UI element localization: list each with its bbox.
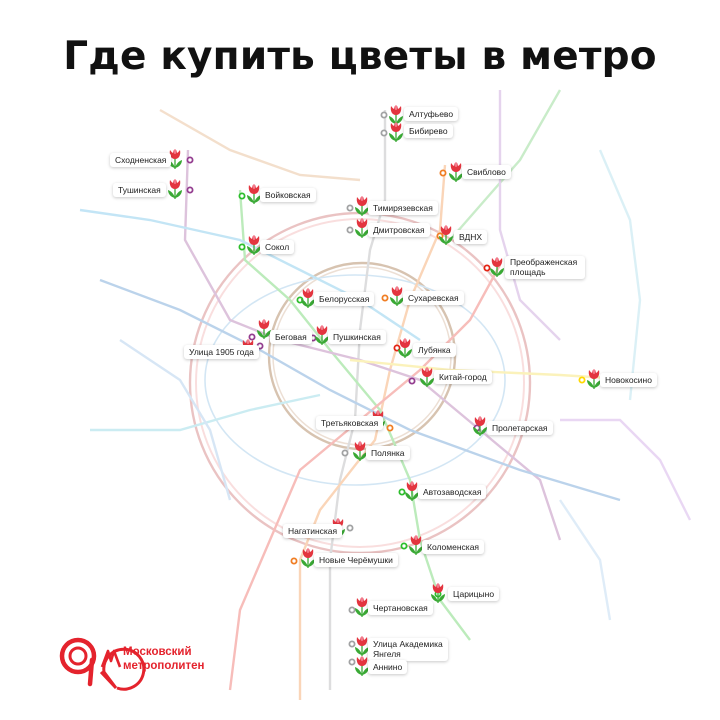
- station-marker: [439, 169, 447, 177]
- station-label: Аннино: [368, 660, 408, 674]
- station-label: Беговая: [270, 330, 312, 344]
- tulip-icon: [354, 596, 370, 618]
- station-marker: [238, 192, 246, 200]
- brand-line-2: метрополитен: [123, 660, 205, 672]
- station-label: Новокосино: [600, 373, 657, 387]
- tulip-icon: [354, 655, 370, 677]
- station-marker: [398, 488, 406, 496]
- brand-line-1: Московский: [123, 646, 192, 658]
- station-label: Тушинская: [113, 183, 166, 197]
- station-label: Коломенская: [422, 540, 485, 554]
- station-label-line-2: площадь: [510, 267, 546, 277]
- station-label: Белорусская: [314, 292, 375, 306]
- station-label: Сухаревская: [403, 291, 464, 305]
- station-label: Свиблово: [462, 165, 511, 179]
- station-label: Войковская: [260, 188, 316, 202]
- station-label: Лубянка: [413, 343, 456, 357]
- station-label: ВДНХ: [454, 230, 488, 244]
- station-marker: [341, 449, 349, 457]
- tulip-icon: [430, 582, 446, 604]
- station-label: Нагатинская: [283, 524, 343, 538]
- station-marker: [248, 333, 256, 341]
- station-label: Новые Черёмушки: [314, 553, 398, 567]
- station-label: Сокол: [260, 240, 295, 254]
- station-label: Царицыно: [448, 587, 500, 601]
- tulip-icon: [246, 183, 262, 205]
- tulip-icon: [404, 480, 420, 502]
- tulip-icon: [586, 368, 602, 390]
- station-label: Китай-город: [434, 370, 492, 384]
- station-marker: [348, 658, 356, 666]
- station-marker: [380, 111, 388, 119]
- station-marker: [186, 156, 194, 164]
- moscow-metro-logo-icon: [59, 637, 146, 691]
- station-marker: [408, 377, 416, 385]
- station-label: Полянка: [366, 446, 410, 460]
- station-marker: [238, 243, 246, 251]
- station-label: Автозаводская: [418, 485, 487, 499]
- station-marker: [346, 204, 354, 212]
- station-marker: [348, 640, 356, 648]
- brand-logotype: Московский метрополитен: [123, 645, 204, 673]
- page-title: Где купить цветы в метро: [63, 34, 657, 79]
- tulip-icon: [448, 161, 464, 183]
- station-label-line-1: Улица Академика: [373, 639, 443, 649]
- station-label: Чертановская: [368, 601, 433, 615]
- station-marker: [386, 424, 394, 432]
- station-marker: [400, 542, 408, 550]
- station-label: Третьяковская: [316, 416, 384, 430]
- tulip-icon: [389, 285, 405, 307]
- station-label: Улица 1905 года: [184, 345, 259, 359]
- tulip-icon: [167, 178, 183, 200]
- station-label: Бибирево: [404, 124, 453, 138]
- station-label: Тимирязевская: [368, 201, 438, 215]
- tulip-icon: [300, 287, 316, 309]
- station-label-line-1: Преображенская: [510, 257, 578, 267]
- station-marker: [290, 557, 298, 565]
- tulip-icon: [419, 366, 435, 388]
- station-marker: [381, 294, 389, 302]
- station-label: Дмитровская: [368, 223, 430, 237]
- station-marker: [346, 226, 354, 234]
- station-marker: [483, 264, 491, 272]
- station-marker: [578, 376, 586, 384]
- tulip-icon: [388, 121, 404, 143]
- station-label: Сходненская: [110, 153, 172, 167]
- station-label: Алтуфьево: [404, 107, 459, 121]
- station-label-line-2: Янгеля: [373, 649, 401, 659]
- station-label: Пушкинская: [328, 330, 386, 344]
- station-marker: [348, 606, 356, 614]
- station-marker: [380, 129, 388, 137]
- station-marker: [186, 186, 194, 194]
- tulip-icon: [489, 256, 505, 278]
- station-marker: [346, 524, 354, 532]
- tulip-icon: [354, 217, 370, 239]
- station-label: Пролетарская: [487, 421, 553, 435]
- tulip-icon: [354, 635, 370, 657]
- tulip-icon: [300, 547, 316, 569]
